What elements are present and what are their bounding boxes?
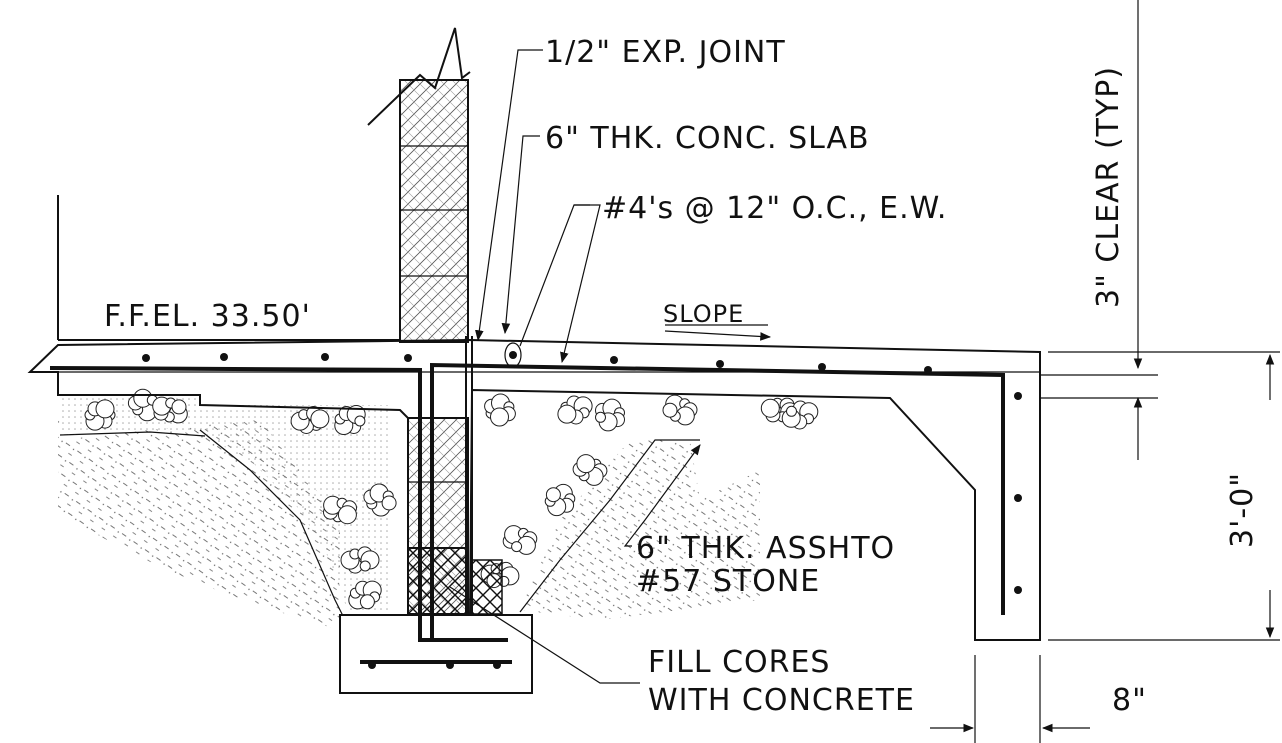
ground-lines bbox=[57, 195, 400, 341]
label-width: 8" bbox=[1112, 683, 1147, 718]
stone bbox=[760, 398, 780, 418]
stone bbox=[545, 487, 561, 503]
rebar-dot bbox=[716, 360, 724, 368]
label-slope: SLOPE bbox=[663, 300, 744, 328]
rebar-dot bbox=[368, 661, 376, 669]
dimensions bbox=[930, 0, 1280, 743]
label-slab: 6" THK. CONC. SLAB bbox=[545, 121, 870, 156]
rebar-dot bbox=[509, 351, 517, 359]
rebar-dot bbox=[493, 661, 501, 669]
rebar-dot bbox=[1014, 494, 1022, 502]
rebar-dot bbox=[818, 363, 826, 371]
rebar-dot bbox=[924, 366, 932, 374]
stone bbox=[171, 399, 187, 415]
stone bbox=[354, 415, 366, 427]
rebar-dot bbox=[321, 353, 329, 361]
stone bbox=[662, 402, 678, 418]
footing bbox=[339, 614, 533, 694]
rebar-dot bbox=[220, 353, 228, 361]
stone bbox=[576, 454, 596, 474]
stone bbox=[786, 405, 797, 417]
rebar-dots bbox=[142, 351, 1022, 669]
stone bbox=[337, 505, 357, 525]
stone bbox=[557, 404, 577, 424]
stone bbox=[310, 409, 330, 429]
stone-fill bbox=[60, 395, 390, 612]
label-ffel: F.F.EL. 33.50' bbox=[104, 299, 311, 334]
label-cores-line1: FILL CORES bbox=[648, 645, 830, 680]
label-stone-line1: 6" THK. ASSHTO bbox=[636, 531, 895, 566]
stone bbox=[95, 399, 115, 419]
rebar-callout-circle bbox=[504, 342, 522, 368]
stone bbox=[359, 560, 371, 572]
label-depth: 3'-0" bbox=[1225, 472, 1260, 548]
slope-arrow bbox=[664, 324, 772, 341]
stone bbox=[511, 541, 523, 553]
rebar-dot bbox=[1014, 392, 1022, 400]
rebar bbox=[49, 362, 1005, 664]
rebar-dot bbox=[610, 356, 618, 364]
label-rebar: #4's @ 12" O.C., E.W. bbox=[602, 191, 947, 226]
label-stone-line2: #57 STONE bbox=[636, 564, 820, 599]
label-exp-joint: 1/2" EXP. JOINT bbox=[545, 35, 786, 70]
stone-aggregate bbox=[84, 388, 819, 610]
rebar-dot bbox=[142, 354, 150, 362]
label-clear: 3" CLEAR (TYP) bbox=[1091, 66, 1126, 308]
stone bbox=[359, 594, 375, 610]
stone bbox=[595, 411, 606, 423]
stone bbox=[381, 495, 397, 511]
stone bbox=[490, 407, 509, 427]
rebar-dot bbox=[1014, 586, 1022, 594]
rebar-dot bbox=[446, 661, 454, 669]
rebar-dot bbox=[404, 354, 412, 362]
label-cores-line2: WITH CONCRETE bbox=[648, 683, 915, 718]
leader-lines bbox=[449, 49, 701, 684]
